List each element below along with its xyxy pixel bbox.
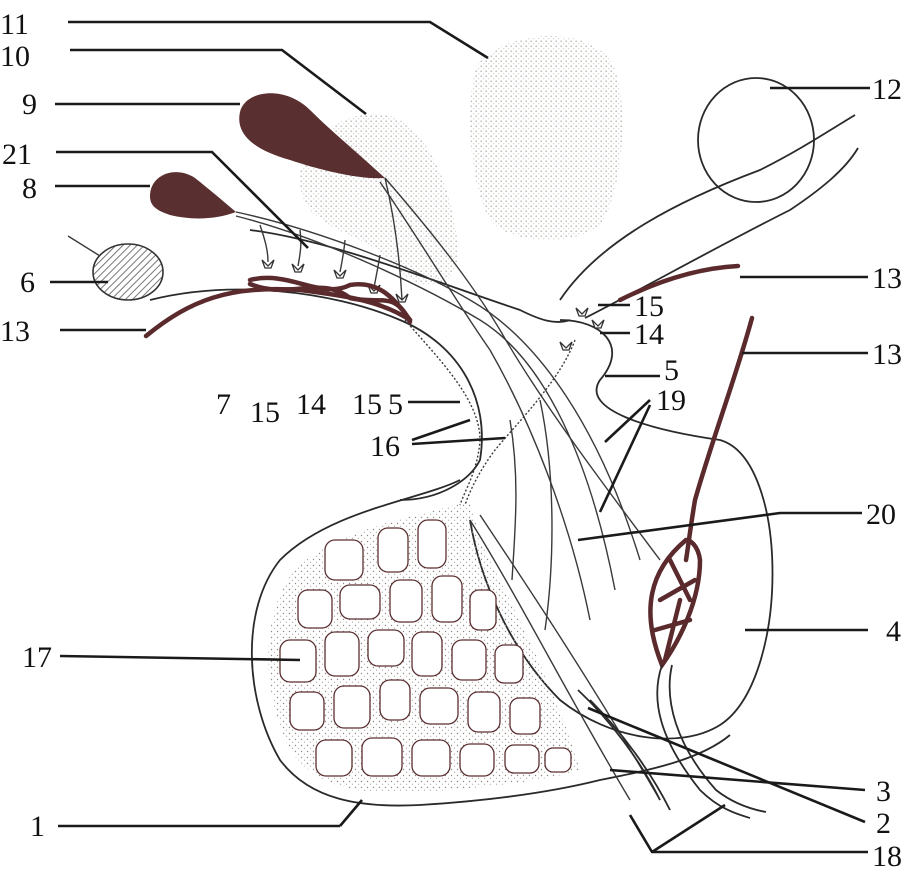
leader-2 [588,708,865,822]
plexus-posterior [650,540,700,665]
leader-20 [578,513,862,540]
label-13-left: 13 [0,315,30,348]
label-14-right: 14 [634,318,664,351]
label-17: 17 [22,641,52,674]
label-11: 11 [0,8,29,41]
axon-21c [340,240,345,272]
stalk-lower-1 [578,690,660,800]
label-6: 6 [20,266,35,299]
tract-fibre-8 [540,400,552,630]
label-21: 21 [2,138,32,171]
leader-17 [60,656,300,660]
label-14-left: 14 [296,388,326,421]
label-12: 12 [872,73,902,106]
label-5-left: 5 [388,388,403,421]
label-7: 7 [216,388,231,421]
structure-6-hatched [93,244,163,300]
label-19: 19 [656,384,686,417]
label-8: 8 [22,172,37,205]
label-15-left: 15 [250,396,280,429]
label-2: 2 [876,807,891,840]
nucleus-11-stippled [470,36,622,240]
leader-19b [600,405,650,512]
label-13-right-lower: 13 [872,338,902,371]
leader-11 [68,22,488,58]
label-18: 18 [872,840,902,872]
label-13-right-upper: 13 [872,262,902,295]
label-3: 3 [876,775,891,808]
label-5-right: 5 [664,354,679,387]
label-9: 9 [22,88,37,121]
neuron-body-8 [150,172,236,218]
leader-18b [652,805,725,852]
label-1: 1 [30,810,45,843]
label-16: 16 [370,430,400,463]
leader-18 [630,815,868,852]
label-10: 10 [0,40,30,73]
structure-12-circle [698,78,814,202]
stalk-lower-2 [590,700,670,810]
label-4: 4 [886,615,901,648]
structure-6-tail [68,236,100,256]
artery-13-left [146,289,410,336]
axon-21a [260,225,268,262]
tract-fibre-7 [510,420,516,580]
vessel-upper-right-2 [585,148,858,318]
label-20: 20 [866,498,896,531]
label-15-mid: 15 [352,388,382,421]
leader-16a [412,420,470,440]
leader-16b [412,438,505,444]
leader-1b [340,800,362,826]
